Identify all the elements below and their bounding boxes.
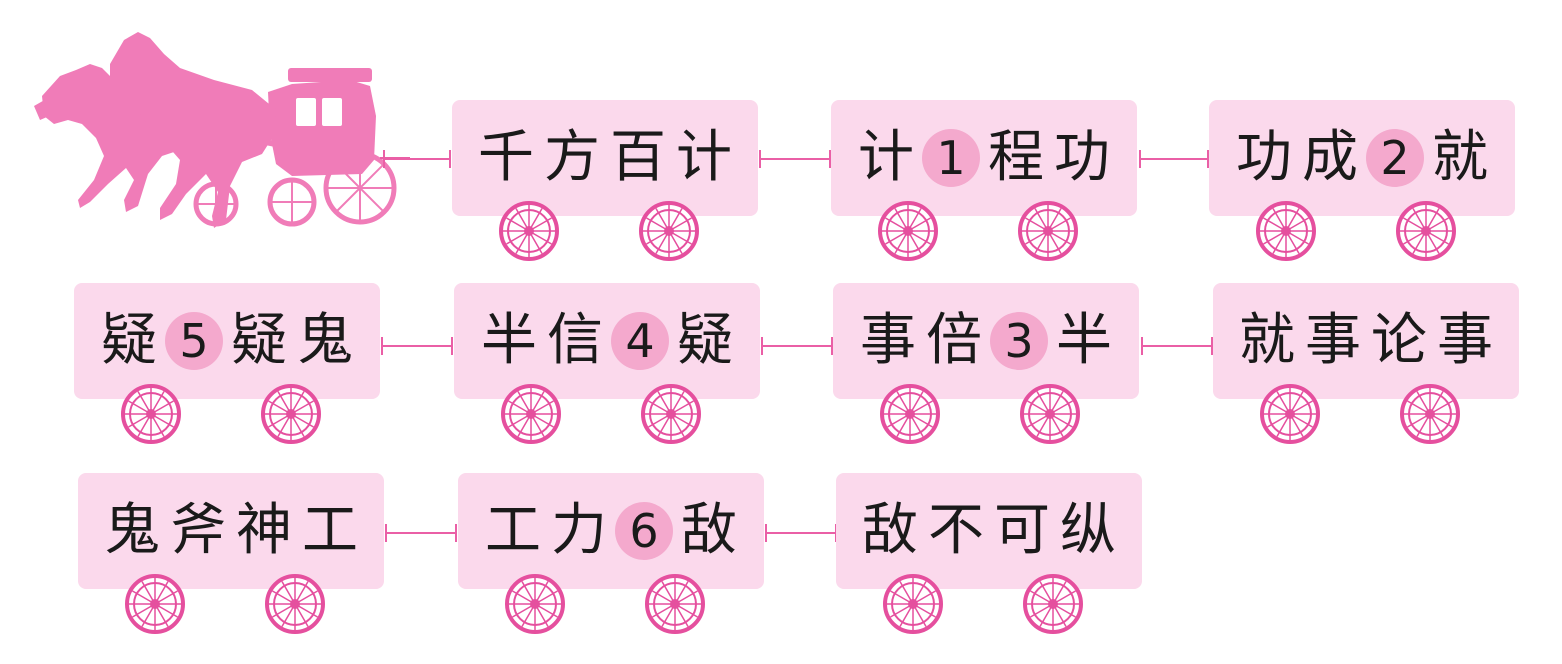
idiom-char: 半 xyxy=(1056,308,1112,373)
wheel-icon xyxy=(121,384,181,444)
idiom-char: 不 xyxy=(928,498,984,563)
idiom-char: 就 xyxy=(1239,308,1295,373)
train-car-10: 敌 不 可 纵 xyxy=(836,473,1142,589)
idiom-word: 计 1 程 功 xyxy=(856,129,1112,187)
idiom-word: 事 倍 3 半 xyxy=(858,312,1114,370)
idiom-char: 半 xyxy=(481,308,537,373)
idiom-char: 斧 xyxy=(170,498,226,563)
idiom-word: 就 事 论 事 xyxy=(1237,313,1495,369)
wheel-icon xyxy=(1256,201,1316,261)
idiom-char: 就 xyxy=(1432,125,1488,190)
train-car-9: 工 力 6 敌 xyxy=(458,473,764,589)
idiom-char: 百 xyxy=(610,125,666,190)
idiom-char: 事 xyxy=(1437,308,1493,373)
car-coupling xyxy=(381,337,453,355)
wheel-icon xyxy=(505,574,565,634)
idiom-char: 功 xyxy=(1054,125,1110,190)
blank-slot-4[interactable]: 4 xyxy=(611,312,669,370)
idiom-word: 工 力 6 敌 xyxy=(483,502,739,560)
idiom-char: 计 xyxy=(676,125,732,190)
idiom-char: 事 xyxy=(1305,308,1361,373)
wheel-icon xyxy=(1260,384,1320,444)
blank-slot-2[interactable]: 2 xyxy=(1366,129,1424,187)
idiom-char: 程 xyxy=(988,125,1044,190)
idiom-word: 疑 5 疑 鬼 xyxy=(99,312,355,370)
idiom-word: 半 信 4 疑 xyxy=(479,312,735,370)
blank-slot-1[interactable]: 1 xyxy=(922,129,980,187)
carriage-hitch xyxy=(383,150,451,168)
train-car-4: 就 事 论 事 xyxy=(1213,283,1519,399)
car-coupling xyxy=(765,524,837,542)
idiom-word: 敌 不 可 纵 xyxy=(860,503,1118,559)
wheel-icon xyxy=(499,201,559,261)
idiom-char: 功 xyxy=(1236,125,1292,190)
idiom-char: 神 xyxy=(236,498,292,563)
wheel-icon xyxy=(501,384,561,444)
wheel-icon xyxy=(641,384,701,444)
car-coupling xyxy=(1141,337,1213,355)
wheel-icon xyxy=(639,201,699,261)
idiom-word: 功 成 2 就 xyxy=(1234,129,1490,187)
idiom-char: 方 xyxy=(544,125,600,190)
car-coupling xyxy=(385,524,457,542)
wheel-icon xyxy=(1018,201,1078,261)
blank-slot-3[interactable]: 3 xyxy=(990,312,1048,370)
wheel-icon xyxy=(645,574,705,634)
wheel-icon xyxy=(1023,574,1083,634)
wheel-icon xyxy=(265,574,325,634)
wheel-icon xyxy=(125,574,185,634)
train-car-7: 疑 5 疑 鬼 xyxy=(74,283,380,399)
train-car-2: 计 1 程 功 xyxy=(831,100,1137,216)
idiom-word: 鬼 斧 神 工 xyxy=(102,503,360,559)
idiom-char: 计 xyxy=(858,125,914,190)
train-car-5: 事 倍 3 半 xyxy=(833,283,1139,399)
wheel-icon xyxy=(1020,384,1080,444)
car-coupling xyxy=(759,150,831,168)
idiom-char: 鬼 xyxy=(104,498,160,563)
idiom-char: 事 xyxy=(860,308,916,373)
wheel-icon xyxy=(1396,201,1456,261)
idiom-char: 疑 xyxy=(231,308,287,373)
idiom-char: 可 xyxy=(994,498,1050,563)
train-car-6: 半 信 4 疑 xyxy=(454,283,760,399)
idiom-char: 力 xyxy=(551,498,607,563)
wheel-icon xyxy=(1400,384,1460,444)
wheel-icon xyxy=(883,574,943,634)
idiom-char: 千 xyxy=(478,125,534,190)
horse-carriage-icon xyxy=(34,32,410,228)
idiom-char: 鬼 xyxy=(297,308,353,373)
wheel-icon xyxy=(878,201,938,261)
idiom-char: 敌 xyxy=(862,498,918,563)
idiom-char: 信 xyxy=(547,308,603,373)
idiom-char: 倍 xyxy=(926,308,982,373)
train-car-3: 功 成 2 就 xyxy=(1209,100,1515,216)
idiom-char: 疑 xyxy=(677,308,733,373)
wheel-icon xyxy=(261,384,321,444)
idiom-char: 工 xyxy=(302,498,358,563)
train-car-8: 鬼 斧 神 工 xyxy=(78,473,384,589)
idiom-char: 疑 xyxy=(101,308,157,373)
idiom-char: 工 xyxy=(485,498,541,563)
wheel-icon xyxy=(880,384,940,444)
idiom-char: 纵 xyxy=(1060,498,1116,563)
train-car-1: 千 方 百 计 xyxy=(452,100,758,216)
idiom-char: 敌 xyxy=(681,498,737,563)
blank-slot-6[interactable]: 6 xyxy=(615,502,673,560)
idiom-char: 成 xyxy=(1302,125,1358,190)
idiom-char: 论 xyxy=(1371,308,1427,373)
car-coupling xyxy=(761,337,833,355)
blank-slot-5[interactable]: 5 xyxy=(165,312,223,370)
car-coupling xyxy=(1139,150,1209,168)
idiom-word: 千 方 百 计 xyxy=(476,130,734,186)
